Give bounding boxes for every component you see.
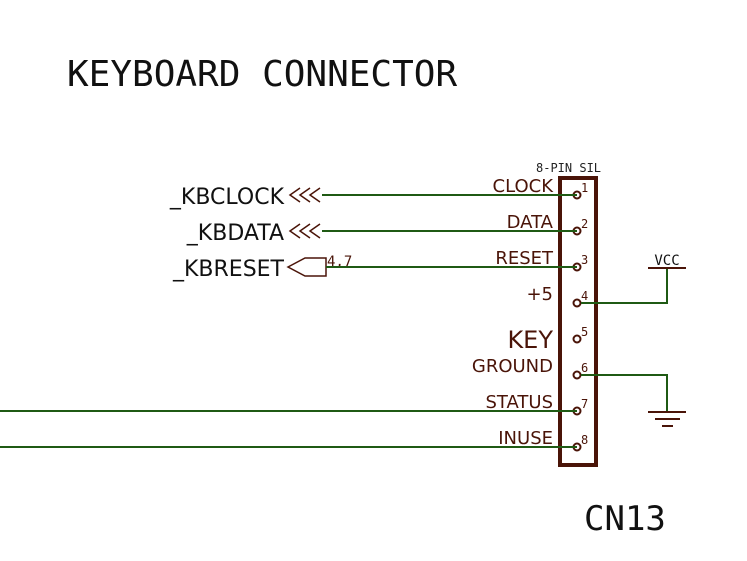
pin-name: KEY [507,326,553,354]
vcc-label: VCC [654,253,679,269]
connector-pin: 2 DATA [507,212,588,236]
pin-terminal [572,334,582,344]
pin-number: 7 [581,397,588,411]
pin-number: 2 [581,217,588,231]
pin-name: +5 [526,284,553,305]
pin-name: RESET [495,248,554,269]
net-label-kbclock: _KBCLOCK [169,185,285,210]
offsheet-connector-icon [286,257,327,277]
pin-number: 5 [581,325,588,339]
connector-pin: 6 GROUND [472,356,588,380]
connector-pin: 4 +5 [526,284,588,308]
net-label-kbreset: _KBRESET [172,257,285,282]
pin-name: CLOCK [493,176,555,197]
pin-number: 3 [581,253,588,267]
pin-number: 4 [581,289,588,303]
pin-number: 1 [581,181,588,195]
pin-number: 6 [581,361,588,375]
pin-name: INUSE [498,428,553,449]
pin-number: 8 [581,433,588,447]
wires [0,194,668,448]
ground-icon [648,411,686,427]
schematic-title: KEYBOARD CONNECTOR [67,54,457,95]
connector-pin: 1 CLOCK [493,176,588,200]
bidirectional-arrow-icon [288,187,321,239]
connector-pin: 5 KEY [507,325,588,354]
pin-terminal [572,298,582,308]
pin-terminal [572,370,582,380]
net-label-kbdata: _KBDATA [186,221,284,246]
connector-body [558,176,598,467]
pin-name: GROUND [472,356,553,377]
pin-name: DATA [507,212,554,233]
connector-reference: CN13 [584,499,666,539]
connector-type-label: 8-PIN SIL [536,161,601,175]
pin-name: STATUS [485,392,553,413]
